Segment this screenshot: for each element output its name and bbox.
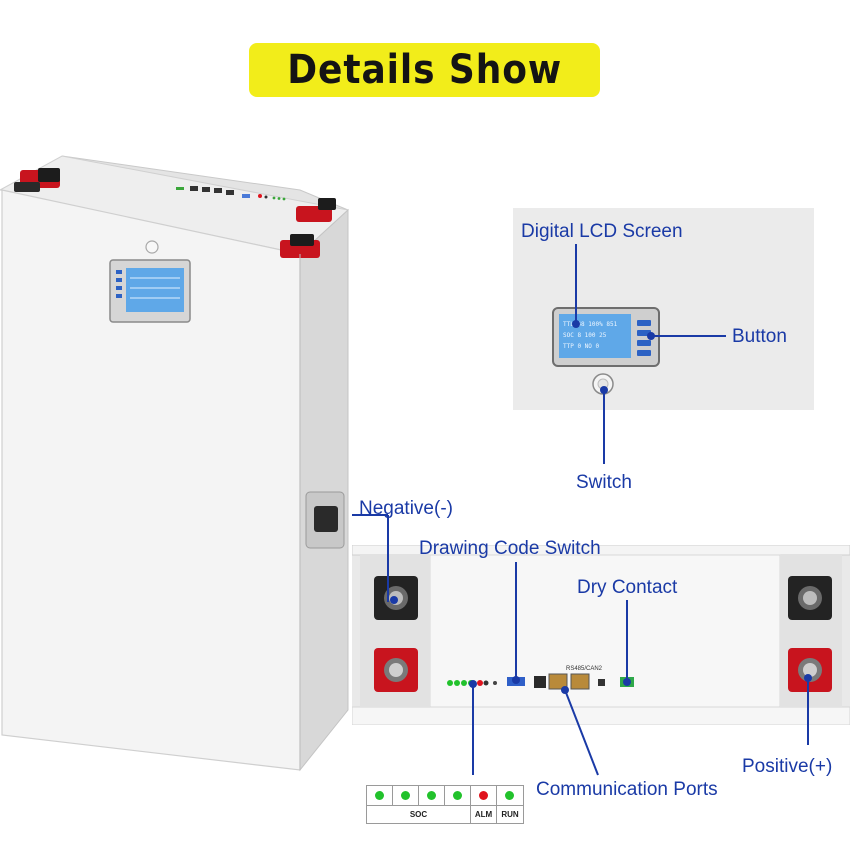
battery-illustration <box>0 155 350 772</box>
led-3-icon <box>427 791 436 800</box>
led-4-icon <box>453 791 462 800</box>
led-1-icon <box>375 791 384 800</box>
label-lcd-screen: Digital LCD Screen <box>521 221 683 242</box>
alm-led-icon <box>479 791 488 800</box>
run-led-icon <box>505 791 514 800</box>
label-drawing-code-switch: Drawing Code Switch <box>419 538 601 559</box>
lcd-line-3: TTP 0 NO 0 <box>563 343 600 350</box>
port-panel-text: RS485/CAN2 <box>566 666 603 672</box>
lcd-line-1: TTL 48 100% 851 <box>563 321 618 328</box>
label-positive: Positive(+) <box>742 756 833 777</box>
label-negative: Negative(-) <box>359 498 453 519</box>
title-banner: Details Show <box>249 43 600 97</box>
negative-terminal-icon <box>374 576 418 620</box>
lcd-readout: TTL 48 100% 851 SOC 8 100 25 TTP 0 NO 0 <box>563 319 629 352</box>
soc-led-cell-4 <box>445 786 471 806</box>
soc-led-cell-2 <box>393 786 419 806</box>
run-label: RUN <box>501 810 519 819</box>
page-title: Details Show <box>287 47 562 93</box>
led-2-icon <box>401 791 410 800</box>
label-dry-contact: Dry Contact <box>577 577 678 598</box>
run-led-cell <box>497 786 523 806</box>
lcd-detail-panel: TTL 48 100% 851 SOC 8 100 25 TTP 0 NO 0 <box>513 208 814 410</box>
soc-led-cell-3 <box>419 786 445 806</box>
alm-label: ALM <box>471 806 497 823</box>
right-black-terminal-icon <box>788 576 832 620</box>
lcd-detail-illustration <box>552 307 660 395</box>
label-communication-ports: Communication Ports <box>536 779 718 800</box>
top-right-terminal-icon <box>280 198 336 258</box>
lcd-line-2: SOC 8 100 25 <box>563 332 607 339</box>
label-button: Button <box>732 326 787 347</box>
label-switch: Switch <box>576 472 632 493</box>
soc-led-cell-1 <box>367 786 393 806</box>
alm-led-cell <box>471 786 497 806</box>
soc-legend-table: SOC ALM RUN <box>366 785 524 824</box>
top-left-terminal-icon <box>14 168 60 192</box>
port-panel: RS485/CAN2 <box>351 544 850 726</box>
positive-terminal-icon <box>788 648 832 692</box>
left-red-terminal-icon <box>374 648 418 692</box>
port-panel-illustration <box>351 544 850 726</box>
soc-label: SOC <box>367 806 471 823</box>
